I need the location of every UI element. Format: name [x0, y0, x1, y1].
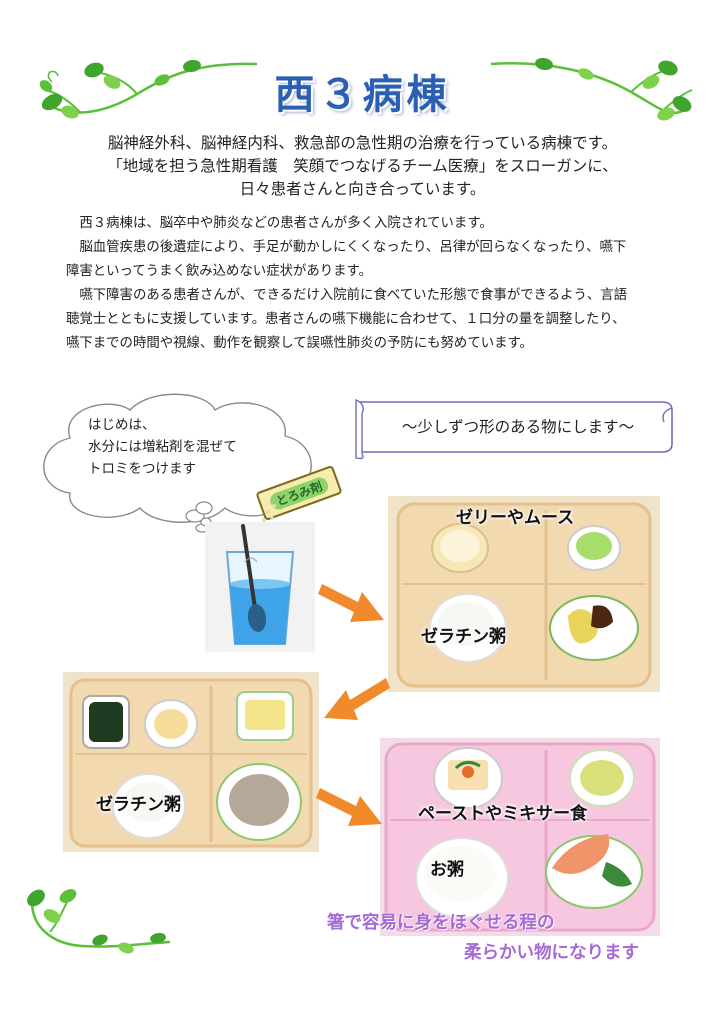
tray3-label-bottom: お粥 [430, 860, 464, 880]
arrow-icon [316, 788, 382, 826]
tray1-label-top: ゼリーやムース [456, 508, 575, 528]
vine-decoration-top-left [39, 59, 258, 119]
body-line: 嚥下までの時間や視線、動作を観察して誤嚥性肺炎の予防にも努めています。 [66, 336, 533, 351]
thought-cloud [43, 393, 312, 533]
body-line: 障害といってうまく飲み込めない症状があります。 [66, 264, 372, 279]
banner-scroll [355, 398, 673, 460]
page-title: 西３病棟 [274, 72, 451, 118]
banner-text: ～少しずつ形のある物にします～ [401, 418, 635, 436]
tray1-label-bottom: ゼラチン粥 [421, 627, 506, 647]
cloud-line: トロミをつけます [88, 461, 196, 477]
body-line: 聴覚士とともに支援しています。患者さんの嚥下機能に合わせて、１口分の量を調整した… [66, 312, 626, 327]
body-line: 西３病棟は、脳卒中や肺炎などの患者さんが多く入院されています。 [66, 216, 493, 231]
intro-text: 脳神経外科、脳神経内科、救急部の急性期の治療を行っている病棟です。 「地域を担う… [40, 132, 685, 201]
cloud-text: はじめは、 水分には増粘剤を混ぜて トロミをつけます [88, 414, 237, 480]
vine-decoration-top-right [490, 57, 693, 121]
arrow-icon [318, 584, 384, 622]
intro-line: 「地域を担う急性期看護 笑顔でつなげるチーム医療」をスローガンに、 [107, 157, 618, 175]
body-line: 嚥下障害のある患者さんが、できるだけ入院前に食べていた形態で食事ができるよう、言… [66, 288, 628, 303]
caption-line-2: 柔らかい物になります [464, 943, 639, 963]
tray2-label: ゼラチン粥 [96, 795, 181, 815]
intro-line: 脳神経外科、脳神経内科、救急部の急性期の治療を行っている病棟です。 [107, 134, 618, 152]
caption-line-1: 箸で容易に身をほぐせる程の [327, 913, 555, 933]
food-tray-photo-paste [380, 738, 660, 936]
cloud-line: はじめは、 [88, 417, 156, 433]
cloud-line: 水分には増粘剤を混ぜて [88, 439, 237, 455]
food-tray-photo-jelly [388, 496, 660, 692]
body-text: 西３病棟は、脳卒中や肺炎などの患者さんが多く入院されています。 脳血管疾患の後遺… [66, 212, 695, 356]
intro-line: 日々患者さんと向き合っています。 [239, 180, 486, 198]
tray3-label-top: ペーストやミキサー食 [418, 804, 588, 824]
body-line: 脳血管疾患の後遺症により、手足が動かしにくくなったり、呂律が回らなくなったり、嚥… [66, 240, 627, 255]
vine-decoration-bottom-left [27, 889, 171, 954]
arrow-icon [324, 678, 390, 720]
water-glass-illustration [205, 522, 315, 652]
food-tray-photo-gelatin [63, 672, 319, 852]
